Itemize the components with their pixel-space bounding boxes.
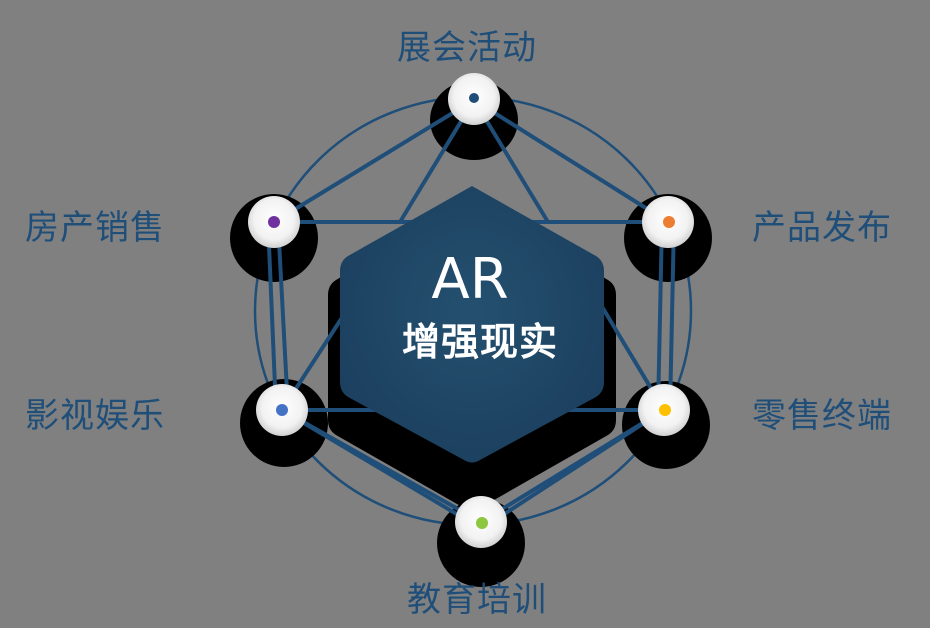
dot-icon <box>476 517 488 529</box>
dot-icon <box>663 216 675 228</box>
node-upper-right[interactable] <box>642 196 694 248</box>
node-lower-right[interactable] <box>638 384 690 436</box>
label-bottom: 教育培训 <box>407 580 547 620</box>
label-upper-left: 房产销售 <box>25 208 165 248</box>
node-lower-left[interactable] <box>256 384 308 436</box>
label-top: 展会活动 <box>397 28 537 68</box>
dot-icon <box>469 93 479 103</box>
center-subtitle: 增强现实 <box>401 320 558 364</box>
node-upper-left[interactable] <box>248 196 300 248</box>
node-top[interactable] <box>448 73 500 125</box>
label-lower-left: 影视娱乐 <box>25 396 165 436</box>
dot-icon <box>276 404 288 416</box>
dot-icon <box>268 216 280 228</box>
dot-icon <box>659 404 671 416</box>
center-title: AR <box>431 247 509 312</box>
label-upper-right: 产品发布 <box>752 208 892 248</box>
node-bottom[interactable] <box>455 496 507 548</box>
label-lower-right: 零售终端 <box>752 396 892 436</box>
center-hexagon <box>340 186 604 463</box>
